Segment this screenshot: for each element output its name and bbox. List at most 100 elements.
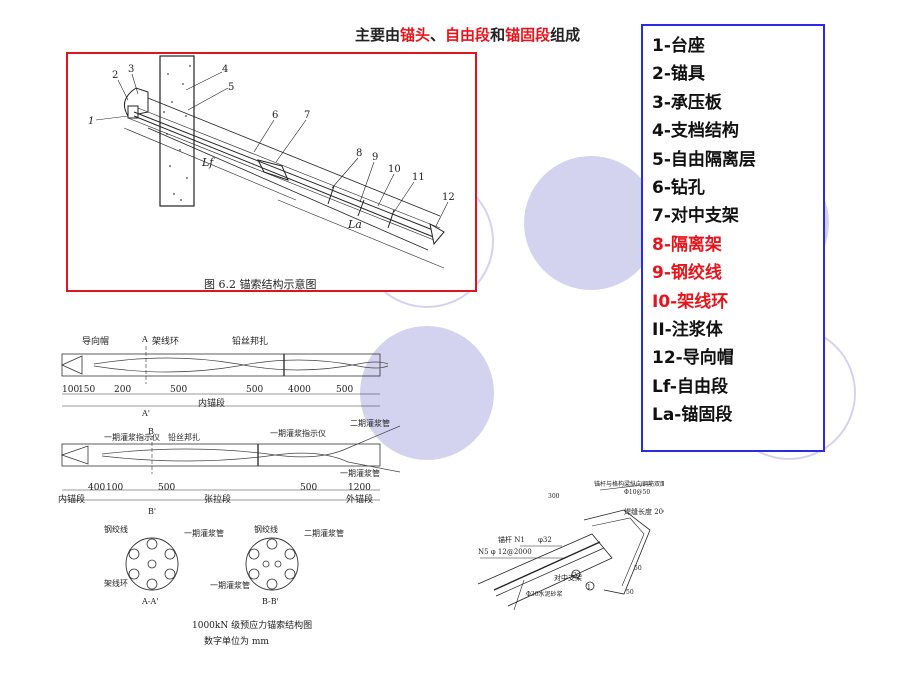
retaining-wall	[159, 55, 195, 207]
label-grout1-indicator-2: 一期灌浆指示仪	[270, 428, 326, 438]
title-part-fixed-section: 锚固段	[505, 26, 551, 44]
dim-top: 500	[170, 385, 187, 395]
legend-item: La-锚固段	[652, 405, 733, 426]
label-n5: N5 φ 12@2000	[478, 548, 532, 556]
title-part-3: 、	[430, 26, 446, 44]
callout-2: 2	[112, 70, 118, 81]
legend-item: 3-承压板	[652, 92, 722, 113]
label-grout: Φ30水泥砂浆	[526, 590, 563, 598]
label-section-b: B	[148, 427, 154, 436]
label-seg-inner: 内锚段	[58, 493, 85, 505]
label-ring: 架线环	[152, 335, 179, 347]
dim-bottom: 400	[88, 483, 105, 493]
figure1-caption: 图 6.2 锚索结构示意图	[204, 278, 317, 291]
legend-item: 2-锚具	[652, 64, 705, 85]
anchor-bar-detail: 锚杆 N1 φ32 N5 φ 12@2000 对中支架 Φ30水泥砂浆 锚杆与格…	[474, 470, 678, 611]
dim-top: 200	[114, 385, 131, 395]
title-part-5: 和	[490, 26, 506, 44]
label-weld-spec: 焊缝长度 20Φ50	[624, 507, 664, 516]
label-grout1-pipe: 一期灌浆管	[340, 468, 380, 478]
label-d50b: 50	[626, 589, 634, 596]
dim-bottom: 500	[158, 483, 175, 493]
callout-6: 6	[272, 110, 278, 121]
label-anchor-bar: 锚杆 N1	[498, 535, 525, 544]
label-wire-tie: 铅丝邦扎	[232, 335, 268, 347]
title-part-anchor-head: 锚头	[400, 26, 431, 44]
dim-top: 500	[246, 385, 263, 395]
label-ring-2: 架线环	[104, 578, 128, 588]
dim-top: 150	[78, 385, 95, 395]
callout-4: 4	[222, 64, 228, 75]
label-circle-1: 1	[587, 584, 591, 591]
legend-item-highlight: 8-隔离架	[652, 234, 722, 255]
legend-item: II-注浆体	[652, 320, 723, 341]
wall-speckles	[163, 65, 191, 201]
legend-item: 6-钻孔	[652, 178, 705, 199]
callout-7: 7	[304, 110, 310, 121]
label-inner-anchor: 内锚段	[198, 397, 225, 409]
callout-9: 9	[372, 152, 378, 163]
label-strand-2: 钢绞线	[254, 524, 278, 534]
label-grout2-pipe-2: 二期灌浆管	[304, 528, 344, 538]
dim-bottom: 500	[300, 483, 317, 493]
label-phi: Φ10@50	[624, 489, 650, 496]
label-strand: 钢绞线	[104, 524, 128, 534]
label-wire-tie-2: 铅丝邦扎	[168, 432, 200, 442]
title-line: 主要由锚头、自由段和锚固段组成	[355, 24, 580, 45]
legend-box: 1-台座 2-锚具 3-承压板 4-支档结构 5-自由隔离层 6-钻孔 7-对中…	[641, 24, 825, 452]
title-part-7: 组成	[550, 26, 581, 44]
section-aa-circle	[125, 537, 179, 591]
title-part-1: 主要由	[355, 26, 401, 44]
legend-item: 5-自由隔离层	[652, 149, 756, 170]
title-part-free-section: 自由段	[445, 26, 491, 44]
label-grout1-pipe-3: 一期灌浆管	[210, 580, 250, 590]
label-grout1-pipe-2: 一期灌浆管	[184, 528, 224, 538]
label-seg-outer: 外锚段	[346, 493, 373, 505]
label-lf: Lf	[201, 156, 215, 169]
label-d300: 300	[548, 493, 560, 500]
label-section-a-prime: A'	[141, 409, 150, 418]
callout-11: 11	[412, 172, 425, 183]
cable-structure-drawing: 导向帽 A 架线环 铅丝邦扎 A' 100 150 200 500 500 40…	[48, 330, 404, 654]
label-circle-2: 2	[573, 572, 577, 579]
anchor-cable-diagram: 1 2 3 4 5 6 7 8 9 10 11 12 Lf La 图 6.2 锚…	[66, 52, 477, 292]
figure2-unit-note: 数字单位为 mm	[204, 635, 269, 647]
label-anchor-spec: φ32	[538, 536, 552, 544]
label-guide-cap: 导向帽	[82, 335, 109, 347]
label-sec-bb: B-B'	[262, 597, 279, 606]
label-center-frame: 对中支架	[554, 573, 582, 582]
label-weld-note: 锚杆与格构梁纵向钢筋双面焊接	[594, 480, 664, 488]
callout-5: 5	[228, 82, 234, 93]
label-section-a: A	[141, 335, 148, 344]
legend-item: Lf-自由段	[652, 376, 728, 397]
callout-10: 10	[388, 164, 401, 175]
figure2-caption: 1000kN 级预应力锚索结构图	[192, 619, 312, 631]
legend-item: 7-对中支架	[652, 206, 739, 227]
legend-item-highlight: I0-架线环	[652, 291, 729, 312]
callout-12: 12	[442, 192, 455, 203]
label-grout1-indicator: 一期灌浆指示仪	[104, 432, 160, 442]
label-d50a: 50	[634, 565, 642, 572]
decor-circle-fill-3	[360, 326, 494, 460]
legend-item: 4-支档结构	[652, 121, 739, 142]
callout-3: 3	[128, 64, 134, 75]
bearing-seat	[127, 105, 139, 119]
legend-item-highlight: 9-钢绞线	[652, 263, 722, 284]
legend-item: 12-导向帽	[652, 348, 734, 369]
dim-top: 4000	[288, 385, 311, 395]
section-bb-circle	[245, 537, 299, 591]
legend-item: 1-台座	[652, 36, 705, 56]
label-grout2-pipe: 二期灌浆管	[350, 418, 390, 428]
anchor-cable-drawing: 1 2 3 4 5 6 7 8 9 10 11 12 Lf La	[88, 55, 455, 269]
label-seg-tension: 张拉段	[204, 493, 231, 505]
dim-top: 100	[62, 385, 79, 395]
label-section-b-prime: B'	[148, 507, 156, 516]
label-la: La	[347, 218, 362, 231]
dim-bottom: 100	[106, 483, 123, 493]
label-sec-aa: A-A'	[141, 597, 158, 606]
callout-1: 1	[88, 116, 94, 127]
dim-bottom: 1200	[348, 483, 371, 493]
dim-top: 500	[336, 385, 353, 395]
decor-circle-fill-1	[524, 156, 658, 290]
callout-8: 8	[356, 148, 362, 159]
